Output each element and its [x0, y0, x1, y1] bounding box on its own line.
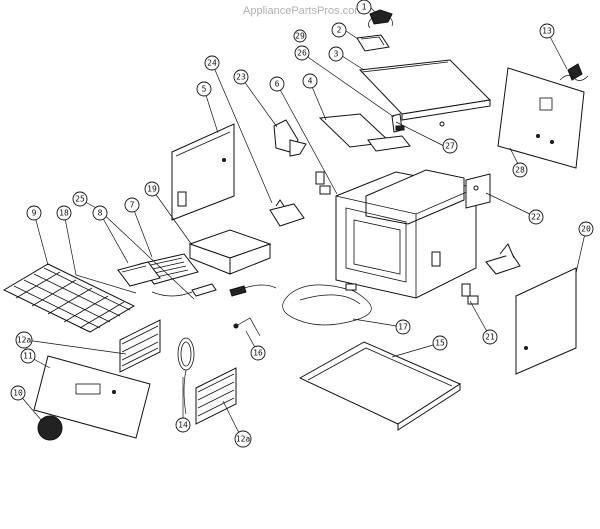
callout-1: 1	[356, 0, 372, 15]
callout-13: 13	[539, 23, 555, 39]
svg-text:8: 8	[98, 209, 103, 218]
svg-text:24: 24	[207, 59, 217, 68]
svg-text:20: 20	[581, 225, 591, 234]
svg-text:2: 2	[337, 26, 342, 35]
part-10-foot[interactable]	[37, 415, 63, 441]
svg-text:22: 22	[531, 213, 541, 222]
callout-15: 15	[432, 335, 448, 351]
callout-7: 7	[124, 197, 140, 213]
callout-23: 23	[233, 69, 249, 85]
callout-26: 26	[294, 45, 310, 61]
svg-text:14: 14	[178, 421, 188, 430]
callout-16: 16	[250, 345, 266, 361]
svg-text:15: 15	[435, 339, 445, 348]
svg-text:9: 9	[32, 209, 37, 218]
svg-text:7: 7	[130, 201, 135, 210]
callout-5: 5	[196, 81, 212, 97]
callout-25: 25	[72, 191, 88, 207]
callout-28: 28	[512, 162, 528, 178]
part-12a-rack-support-left[interactable]	[119, 319, 161, 373]
svg-text:19: 19	[147, 185, 157, 194]
svg-text:1: 1	[362, 3, 367, 12]
svg-text:26: 26	[297, 49, 307, 58]
callout-22: 22	[528, 209, 544, 225]
part-6-oven-cavity[interactable]	[335, 169, 477, 299]
callout-8: 8	[92, 205, 108, 221]
svg-text:25: 25	[75, 195, 85, 204]
callout-18: 18	[56, 205, 72, 221]
part-14-wire-coil[interactable]	[177, 337, 195, 415]
callout-10: 10	[10, 385, 26, 401]
svg-text:17: 17	[398, 323, 408, 332]
svg-text:3: 3	[334, 50, 339, 59]
part-11-door-panel[interactable]	[33, 355, 151, 439]
connector-part[interactable]	[229, 284, 277, 297]
callout-29: 29	[293, 29, 307, 43]
svg-text:16: 16	[253, 349, 263, 358]
bracket-part[interactable]	[485, 243, 521, 275]
part-15-bottom-tray[interactable]	[298, 341, 462, 431]
svg-text:21: 21	[485, 333, 495, 342]
part-24-bracket[interactable]	[269, 199, 305, 227]
part-4-strip[interactable]	[318, 113, 411, 152]
svg-text:29: 29	[295, 32, 305, 41]
callout-11: 11	[20, 348, 36, 364]
part-22-panel[interactable]	[465, 173, 491, 209]
callout-24: 24	[204, 55, 220, 71]
svg-text:12a: 12a	[17, 336, 32, 345]
part-27-latch[interactable]	[391, 113, 405, 133]
svg-text:5: 5	[202, 85, 207, 94]
svg-text:18: 18	[59, 209, 69, 218]
part-23-bracket[interactable]	[273, 119, 307, 157]
svg-text:28: 28	[515, 166, 525, 175]
part-5-side-panel[interactable]	[171, 123, 235, 221]
svg-text:10: 10	[13, 389, 23, 398]
callout-19: 19	[144, 181, 160, 197]
svg-text:6: 6	[275, 80, 280, 89]
part-12a-rack-support-right[interactable]	[195, 367, 237, 425]
part-21-clip[interactable]	[461, 283, 479, 305]
svg-text:13: 13	[542, 27, 552, 36]
callout-20: 20	[578, 221, 594, 237]
callout-12a-left: 12a	[15, 331, 33, 349]
watermark: AppliancePartsPros.com	[243, 5, 363, 17]
part-20-side-panel[interactable]	[515, 267, 577, 375]
callout-14: 14	[175, 417, 191, 433]
callout-21: 21	[482, 329, 498, 345]
part-3-top-panel[interactable]	[358, 59, 492, 127]
part-2-plate[interactable]	[356, 34, 390, 52]
part-17-bake-element[interactable]	[282, 283, 372, 326]
part-18-igniter[interactable]	[151, 283, 217, 297]
callout-12a-right: 12a	[234, 430, 252, 448]
callout-3: 3	[328, 46, 344, 62]
part-13-harness[interactable]	[559, 63, 589, 81]
part-19-box[interactable]	[188, 229, 272, 275]
svg-text:11: 11	[23, 352, 33, 361]
part-9-oven-rack[interactable]	[2, 263, 136, 333]
part-8-pan-insert[interactable]	[117, 261, 161, 287]
callout-9: 9	[26, 205, 42, 221]
svg-text:4: 4	[308, 77, 313, 86]
svg-text:27: 27	[445, 142, 455, 151]
callout-4: 4	[302, 73, 318, 89]
part-29-back-panel[interactable]	[497, 67, 585, 169]
clip-parts[interactable]	[315, 171, 331, 195]
part-16-sensor[interactable]	[233, 317, 261, 337]
svg-text:23: 23	[236, 73, 246, 82]
callout-17: 17	[395, 319, 411, 335]
callout-27: 27	[442, 138, 458, 154]
callout-6: 6	[269, 76, 285, 92]
svg-text:12a: 12a	[236, 435, 251, 444]
part-1-connector[interactable]	[368, 9, 393, 29]
callout-2: 2	[331, 22, 347, 38]
